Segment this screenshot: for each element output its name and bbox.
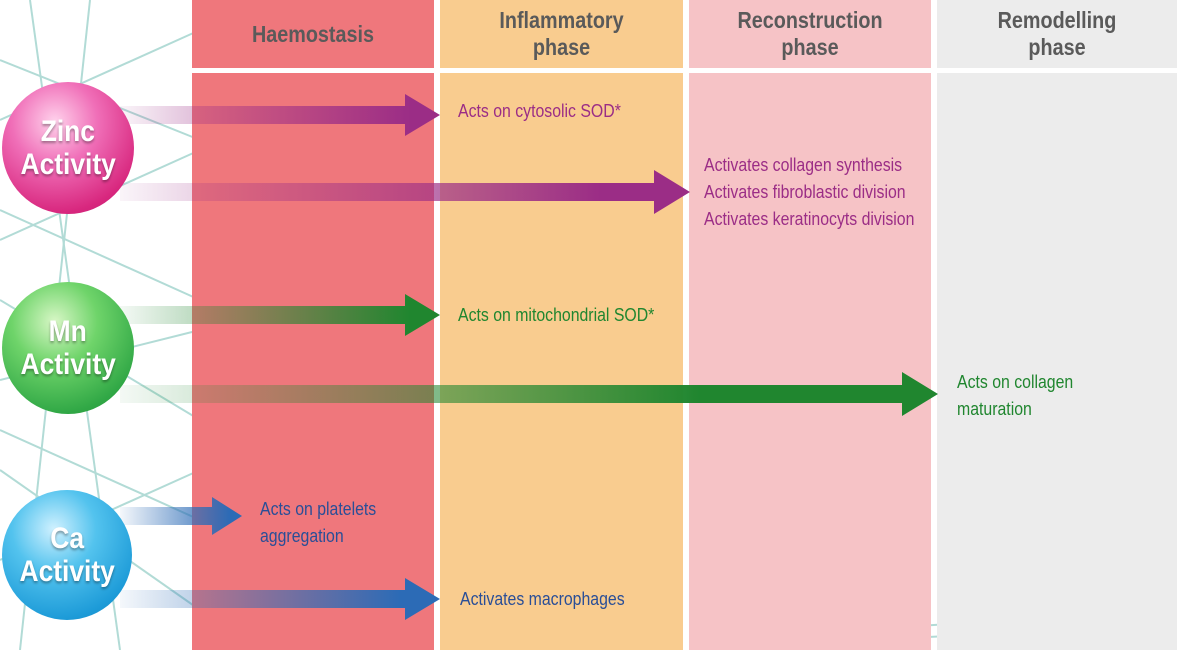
zinc-to-inflammatory-arrow [120,94,440,136]
column-remodelling [937,0,1177,650]
header-haemostasis: Haemostasis [251,20,375,47]
ca-platelets-aggregation-text: Acts on platelets aggregation [260,499,377,546]
zinc-cytosolic-sod-text: Acts on cytosolic SOD* [458,101,621,121]
ca-macrophages-text: Activates macrophages [460,589,625,609]
ca-to-inflammatory-arrow [120,578,440,620]
zinc-reconstruction-effects-text: Activates collagen synthesis Activates f… [704,155,915,229]
mn-collagen-maturation-text: Acts on collagen maturation [957,372,1074,419]
mn-to-inflammatory-arrow [120,294,440,336]
ca-to-haemostasis-arrow [120,497,242,535]
mn-to-remodelling-arrow [120,372,938,416]
column-inflammatory [440,0,683,650]
header-divider [192,68,1177,73]
mn-mitochondrial-sod-text: Acts on mitochondrial SOD* [458,305,655,325]
zinc-to-reconstruction-arrow [120,170,690,214]
column-reconstruction [689,0,931,650]
